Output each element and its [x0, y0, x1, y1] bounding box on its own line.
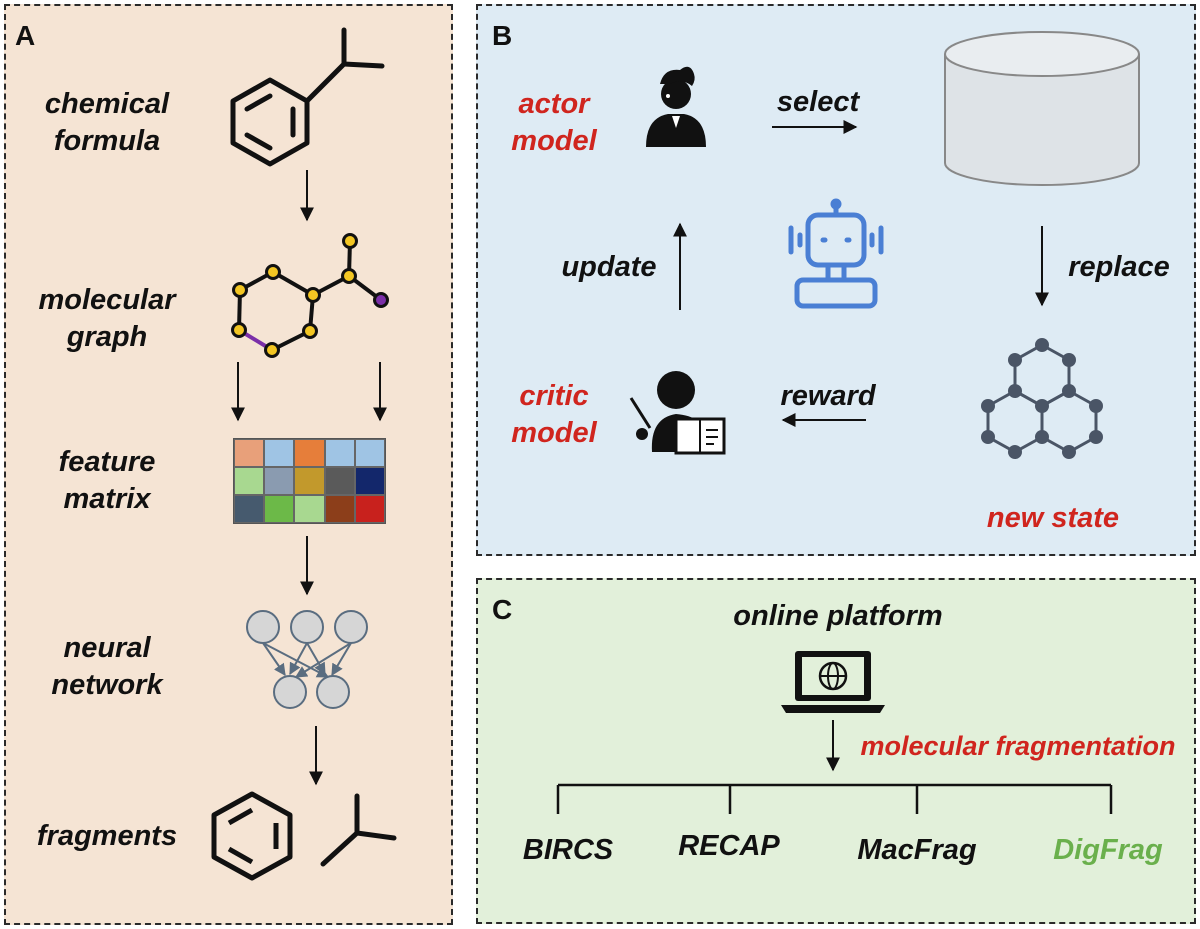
- fragment-library-cylinder: [944, 31, 1140, 186]
- critic-teacher-icon: [629, 371, 726, 455]
- label-new-state: new state: [986, 502, 1120, 534]
- matrix-cell: [264, 439, 295, 467]
- actor-user-icon: [646, 66, 706, 147]
- matrix-cell: [294, 467, 325, 495]
- method-birc: BIRCS: [522, 834, 614, 866]
- label-select: select: [776, 86, 860, 118]
- matrix-cell: [264, 495, 295, 523]
- label-actor-model: actor model: [511, 88, 597, 157]
- matrix-cell: [354, 495, 385, 523]
- matrix-cell: [234, 495, 265, 523]
- matrix-cell: [294, 439, 325, 467]
- label-update: update: [561, 251, 657, 283]
- panel-c: C online platform molecular fragmentatio…: [476, 578, 1196, 924]
- matrix-cell: [294, 495, 325, 523]
- graph-atoms: [231, 233, 389, 358]
- method-digfrag: DigFrag: [1053, 834, 1163, 866]
- label-molecular-graph: molecular graph: [38, 284, 176, 353]
- arrows-panel-a: [231, 170, 387, 786]
- label-critic-model: critic model: [511, 380, 597, 449]
- label-molecular-fragmentation: molecular fragmentation: [860, 731, 1176, 761]
- neural-network: [262, 642, 352, 678]
- matrix-cell: [324, 467, 355, 495]
- matrix-cell: [324, 439, 355, 467]
- method-tree: [556, 783, 1113, 814]
- panel-a-letter: A: [15, 20, 36, 51]
- matrix-cell: [354, 439, 385, 467]
- label-online-platform: online platform: [733, 600, 943, 632]
- label-reward: reward: [780, 380, 876, 412]
- robot-icon: [788, 198, 884, 309]
- matrix-cell: [264, 467, 295, 495]
- laptop-icon: [781, 651, 885, 713]
- matrix-cell: [324, 495, 355, 523]
- matrix-cell: [234, 439, 265, 467]
- chemical-formula-structure: [230, 27, 385, 167]
- feature-matrix: [233, 438, 386, 524]
- panel-b-letter: B: [492, 20, 513, 51]
- method-recap: RECAP: [678, 830, 780, 862]
- graphene-atoms: [981, 338, 1103, 459]
- label-replace: replace: [1068, 251, 1170, 283]
- matrix-cell: [234, 467, 265, 495]
- network-nodes: [246, 610, 368, 709]
- label-fragments: fragments: [36, 820, 178, 852]
- panel-c-letter: C: [492, 594, 513, 625]
- fragment-isopropyl: [320, 793, 397, 867]
- method-macfrag: MacFrag: [857, 834, 977, 866]
- matrix-cell: [354, 467, 385, 495]
- label-feature-matrix: feature matrix: [58, 446, 156, 515]
- label-chemical-formula: chemical formula: [44, 88, 170, 157]
- label-neural-network: neural network: [51, 632, 163, 701]
- panel-a: A chemical formula molecular graph featu…: [4, 4, 453, 925]
- fragment-benzene: [211, 791, 293, 881]
